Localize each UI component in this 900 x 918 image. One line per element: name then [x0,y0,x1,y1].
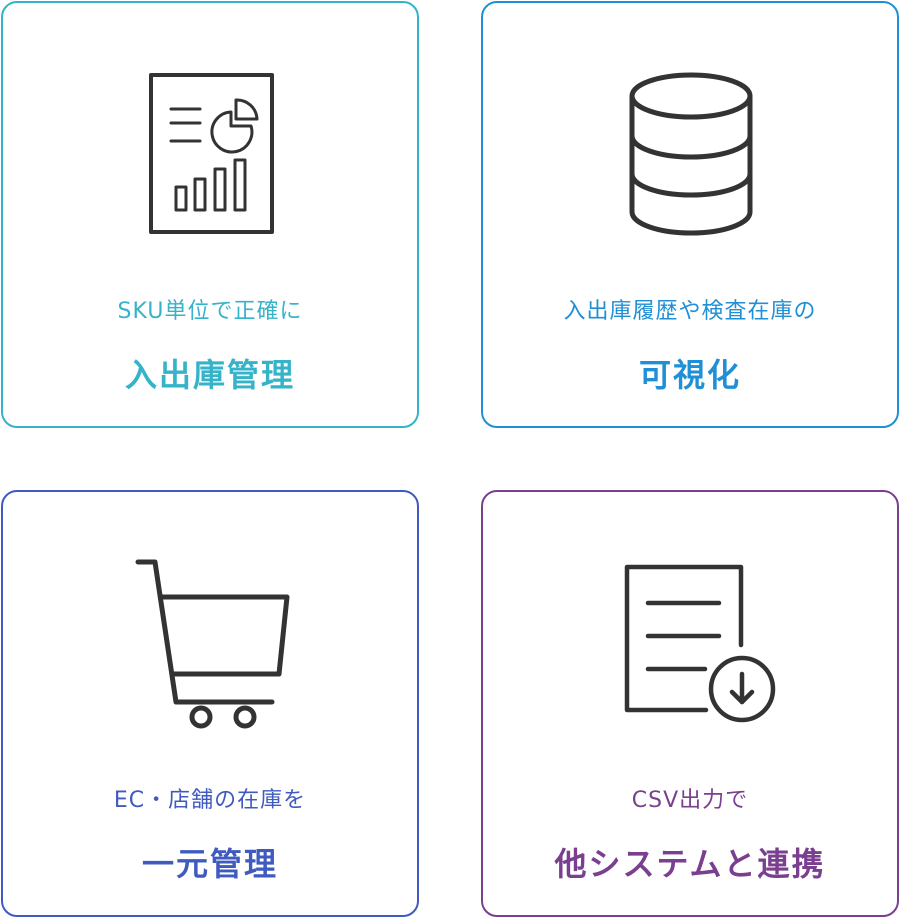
card-subtitle: SKU単位で正確に [117,299,303,324]
card-subtitle: CSV出力で [631,788,749,813]
card-subtitle: EC・店舗の在庫を [113,788,307,813]
feature-card-visualization: 入出庫履歴や検査在庫の 可視化 [481,1,899,428]
document-download-icon [483,492,897,752]
card-subtitle: 入出庫履歴や検査在庫の [563,299,817,324]
report-chart-icon [3,3,417,263]
feature-card-system-integration: CSV出力で 他システムと連携 [481,490,899,917]
database-icon [483,3,897,263]
card-title: 他システムと連携 [554,845,826,883]
card-title: 可視化 [638,356,741,394]
shopping-cart-icon [3,492,417,752]
card-title: 入出庫管理 [124,356,295,394]
feature-card-inventory-management: SKU単位で正確に 入出庫管理 [1,1,419,428]
card-title: 一元管理 [141,845,278,883]
feature-card-unified-management: EC・店舗の在庫を 一元管理 [1,490,419,917]
